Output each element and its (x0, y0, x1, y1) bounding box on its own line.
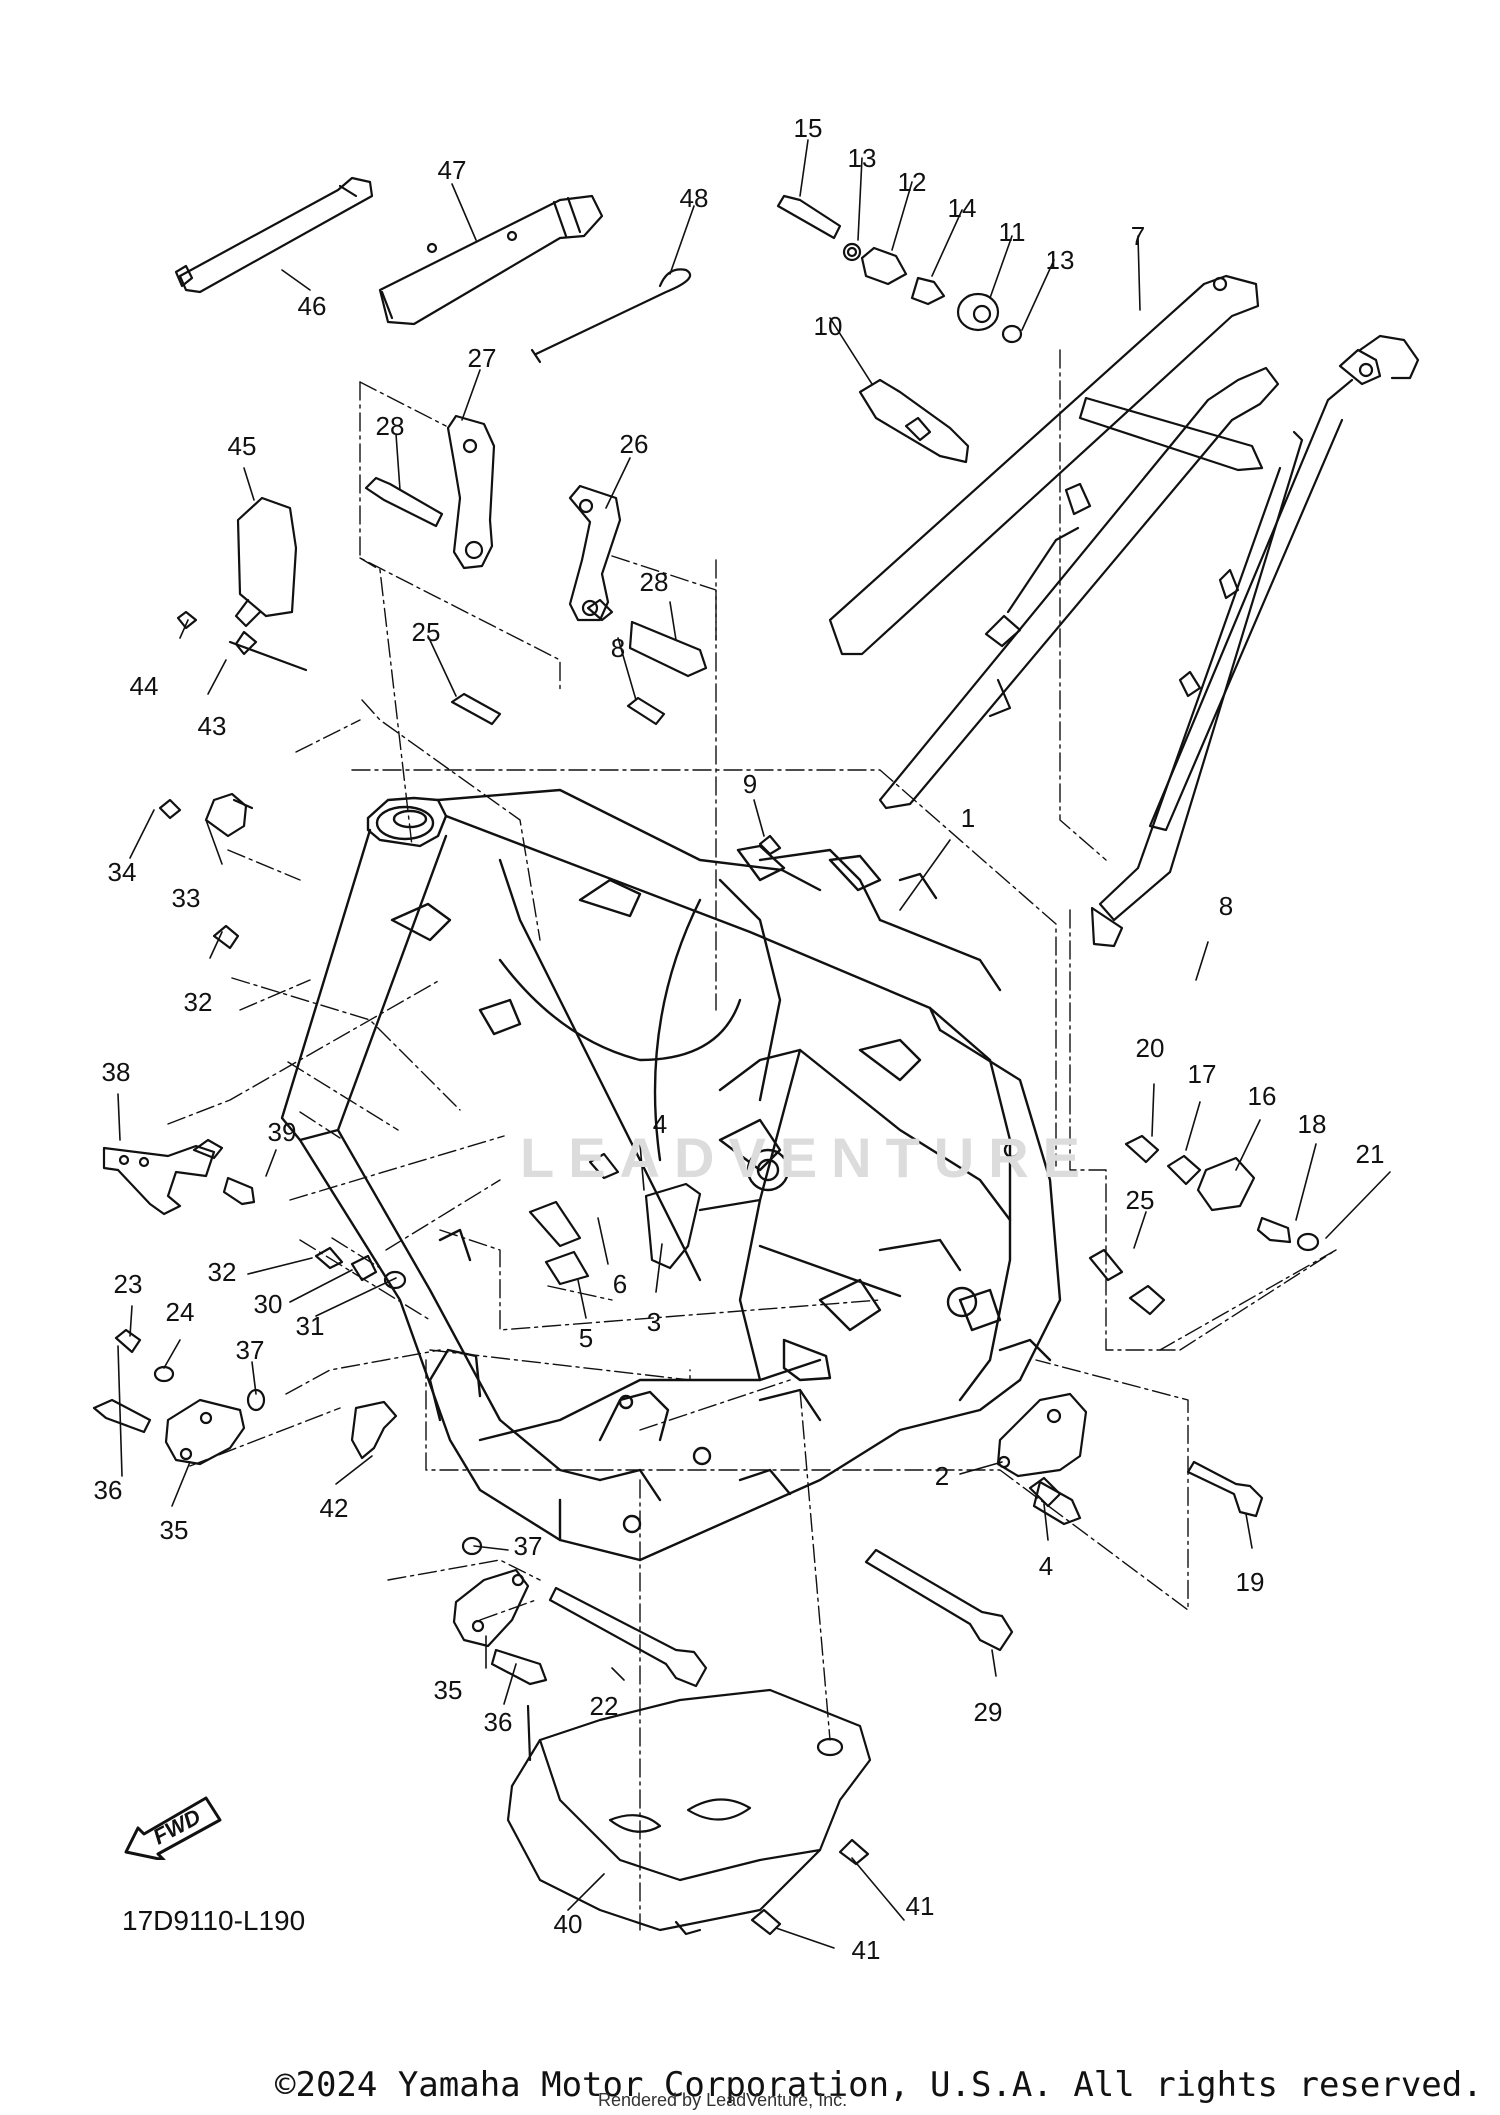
pin-48 (530, 268, 692, 364)
bracket-26 (568, 484, 708, 678)
callout-8: 8 (610, 633, 626, 663)
callout-41: 41 (905, 1891, 935, 1921)
fasteners (114, 598, 1320, 1936)
diagram-code: 17D9110-L190 (122, 1905, 306, 1936)
callout-24: 24 (165, 1297, 195, 1327)
callout-42: 42 (319, 1493, 349, 1523)
mount-bracket-35-left (92, 1398, 246, 1466)
callout-12: 12 (897, 167, 927, 197)
bracket-27 (364, 414, 496, 570)
bolt-19 (1186, 1460, 1264, 1518)
callout-35: 35 (159, 1515, 189, 1545)
callout-47: 47 (437, 155, 467, 185)
bracket-38 (102, 1138, 256, 1216)
callout-8: 8 (1218, 891, 1234, 921)
copyright-notice: ©2024 Yamaha Motor Corporation, U.S.A. A… (275, 2065, 1483, 2105)
mount-bracket-35-lower (452, 1568, 548, 1686)
guard-45 (228, 496, 308, 672)
callout-43: 43 (197, 711, 227, 741)
box-wrench-47 (378, 194, 604, 326)
callout-leaders (117, 139, 1391, 1949)
callout-5: 5 (578, 1323, 594, 1353)
callout-18: 18 (1297, 1109, 1327, 1139)
forward-arrow-icon (124, 1796, 222, 1860)
callout-44: 44 (129, 671, 159, 701)
callout-25: 25 (1125, 1185, 1155, 1215)
callout-6: 6 (612, 1269, 628, 1299)
callout-37: 37 (513, 1531, 543, 1561)
callout-36: 36 (93, 1475, 123, 1505)
bolt-29 (864, 1548, 1014, 1652)
callout-40: 40 (553, 1909, 583, 1939)
callout-34: 34 (107, 857, 137, 887)
bracket-42 (350, 1400, 398, 1460)
callout-38: 38 (101, 1057, 131, 1087)
callout-16: 16 (1247, 1081, 1277, 1111)
callout-1: 1 (960, 803, 976, 833)
callout-9: 9 (742, 769, 758, 799)
rendered-by: Rendered by LeadVenture, Inc. (598, 2090, 848, 2110)
callout-20: 20 (1135, 1033, 1165, 1063)
callout-13: 13 (847, 143, 877, 173)
callout-23: 23 (113, 1269, 143, 1299)
callout-7: 7 (1130, 221, 1146, 251)
rear-subframe-7 (828, 274, 1420, 948)
callout-28: 28 (375, 411, 405, 441)
callout-37: 37 (235, 1335, 265, 1365)
callout-41: 41 (851, 1935, 881, 1965)
callout-26: 26 (619, 429, 649, 459)
callout-2: 2 (934, 1461, 950, 1491)
callout-45: 45 (227, 431, 257, 461)
bracket-10 (858, 378, 970, 464)
callout-14: 14 (947, 193, 977, 223)
shock-mount-hardware (776, 194, 1023, 344)
mount-bracket-2 (996, 1392, 1088, 1526)
callout-3: 3 (646, 1307, 662, 1337)
callout-31: 31 (295, 1311, 325, 1341)
bracket-3 (644, 1182, 702, 1270)
callout-27: 27 (467, 343, 497, 373)
spanner-tool-46 (174, 176, 374, 294)
callout-15: 15 (793, 113, 823, 143)
leader-lines (167, 349, 1337, 1931)
callout-36: 36 (483, 1707, 513, 1737)
bolt-22 (548, 1586, 708, 1688)
callout-25: 25 (411, 617, 441, 647)
callout-22: 22 (589, 1691, 619, 1721)
main-frame-1 (280, 788, 1062, 1562)
callout-17: 17 (1187, 1059, 1217, 1089)
callout-29: 29 (973, 1697, 1003, 1727)
callout-10: 10 (813, 311, 843, 341)
callout-32: 32 (183, 987, 213, 1017)
callout-4: 4 (652, 1109, 668, 1139)
clamp-33 (204, 792, 254, 838)
callout-32: 32 (207, 1257, 237, 1287)
callout-19: 19 (1235, 1567, 1265, 1597)
callout-4: 4 (1038, 1551, 1054, 1581)
callout-39: 39 (267, 1117, 297, 1147)
callout-48: 48 (679, 183, 709, 213)
callout-13: 13 (1045, 245, 1075, 275)
plate-5 (528, 1200, 590, 1286)
callout-28: 28 (639, 567, 669, 597)
callout-21: 21 (1355, 1139, 1385, 1169)
callout-33: 33 (171, 883, 201, 913)
skid-plate-40 (506, 1688, 872, 1936)
callout-30: 30 (253, 1289, 283, 1319)
callout-35: 35 (433, 1675, 463, 1705)
callout-46: 46 (297, 291, 327, 321)
watermark: LEADVENTURE (520, 1126, 1095, 1189)
callout-11: 11 (998, 217, 1026, 247)
